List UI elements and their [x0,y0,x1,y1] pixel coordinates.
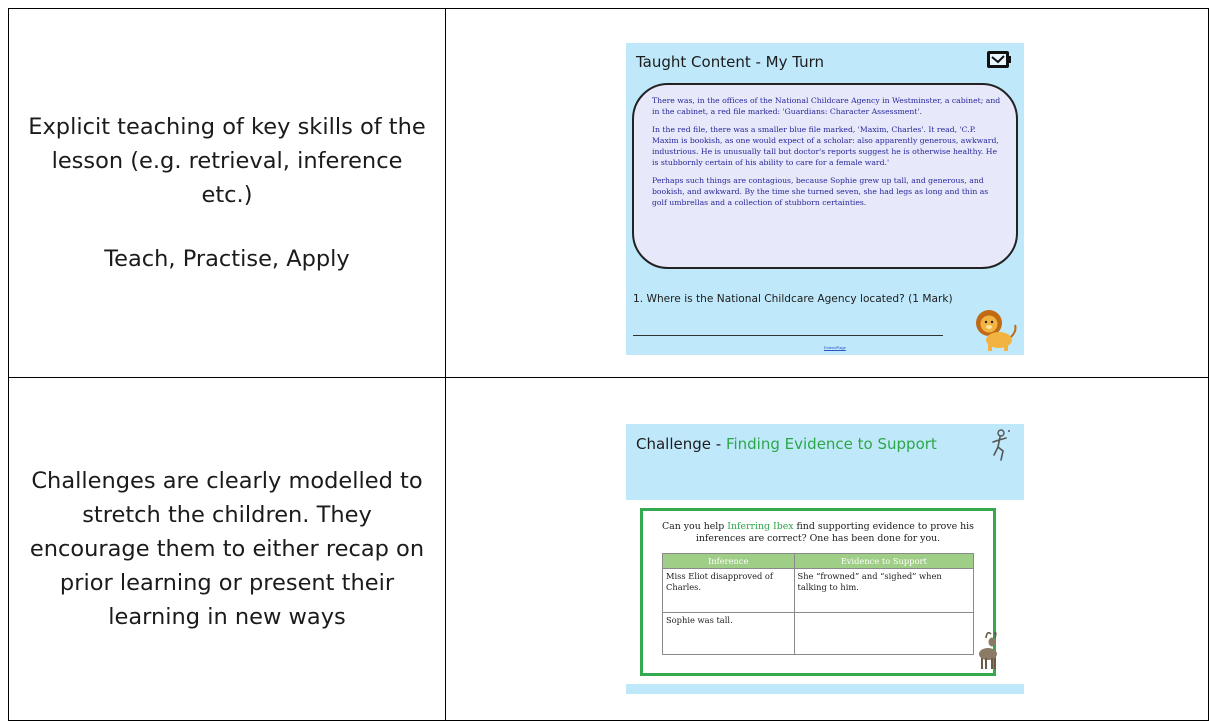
task-frame [640,508,996,676]
description-line: Explicit teaching of key skills of the l… [28,114,426,208]
description-cell: Explicit teaching of key skills of the l… [8,8,446,378]
table-row: Challenges are clearly modelled to stret… [8,377,1209,721]
slide-cell: Challenge - Finding Evidence to Support … [445,377,1209,721]
table-row: Miss Eliot disapproved of Charles. She “… [662,568,975,613]
slide-title: Taught Content - My Turn [636,53,825,71]
slide-title: Challenge - Finding Evidence to Support [636,435,937,453]
table-cell: Sophie was tall. [662,612,795,655]
question-text: 1. Where is the National Childcare Agenc… [633,293,953,305]
slide-cell: Taught Content - My Turn There was, in t… [445,8,1209,378]
text-passage: There was, in the offices of the Nationa… [632,83,1018,269]
running-figure-icon [992,429,1010,461]
description-text: Challenges are clearly modelled to stret… [23,464,431,634]
column-header: Evidence to Support [793,553,975,569]
slide-taught-content: Taught Content - My Turn There was, in t… [626,43,1024,355]
footer-link[interactable]: ExtendPage [824,345,846,350]
slide-title-prefix: Challenge - [636,435,726,453]
table-header-row: Inference Evidence to Support [662,553,975,569]
task-accent: Inferring Ibex [727,521,794,532]
evidence-table: Inference Evidence to Support Miss Eliot… [662,553,975,655]
table-cell: Miss Eliot disapproved of Charles. [662,568,795,613]
passage-paragraph: In the red file, there was a smaller blu… [652,125,999,167]
description-text: Explicit teaching of key skills of the l… [23,110,431,276]
task-prefix: Can you help [661,521,728,532]
slide-title-accent: Finding Evidence to Support [725,435,937,453]
passage-paragraph: There was, in the offices of the Nationa… [652,96,1001,116]
table-row: Explicit teaching of key skills of the l… [8,8,1209,378]
ibex-icon [979,631,997,669]
answer-line [633,335,943,336]
description-cell: Challenges are clearly modelled to stret… [8,377,446,721]
description-line: Teach, Practise, Apply [104,246,350,272]
task-suffix: find supporting evidence to prove his in… [695,521,974,544]
task-text: Can you help Inferring Ibex find support… [656,521,980,545]
table-cell: She “frowned” and “sighed” when talking … [793,568,975,613]
document-table: Explicit teaching of key skills of the l… [8,8,1209,721]
column-header: Inference [662,553,795,569]
lion-icon [976,310,1017,351]
table-cell[interactable] [793,612,975,655]
passage-paragraph: Perhaps such things are contagious, beca… [652,176,989,207]
slide-challenge: Challenge - Finding Evidence to Support … [626,424,1024,694]
table-row: Sophie was tall. [662,612,975,655]
description-line: Challenges are clearly modelled to stret… [29,468,425,630]
whiteboard-icon [987,51,1011,68]
